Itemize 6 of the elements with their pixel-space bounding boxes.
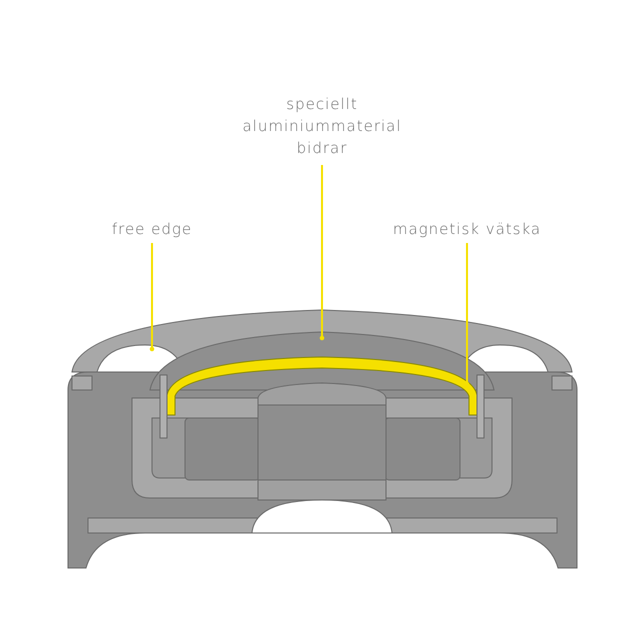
callout-text: free edge: [92, 218, 212, 240]
leader-line: [150, 243, 154, 352]
callout-text: magnetisk vätska: [382, 218, 552, 240]
callout-text: speciellt aluminiummaterial bidrar: [237, 93, 407, 159]
leader-line: [464, 243, 470, 386]
leader-line: [320, 165, 324, 340]
